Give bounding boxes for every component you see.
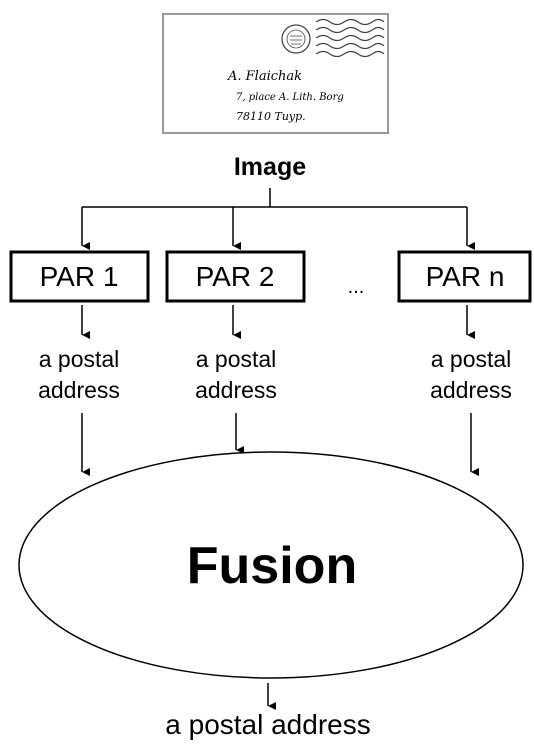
- par-n-label: PAR n: [426, 261, 505, 292]
- handwritten-name: A. Flaichak: [227, 69, 302, 84]
- handwritten-street: 7, place A. Lith. Borg: [236, 92, 344, 103]
- output-2: a postal address: [195, 346, 277, 403]
- final-output-label: a postal address: [165, 709, 370, 740]
- output-n: a postal address: [430, 346, 512, 403]
- output-n-line2: address: [430, 377, 512, 403]
- cancellation-waves: [315, 18, 385, 58]
- output-2-line1: a postal: [196, 346, 277, 372]
- handwritten-city: 78110 Tuyp.: [236, 110, 306, 123]
- envelope-border: [162, 13, 389, 134]
- par-box-2: PAR 2: [165, 250, 306, 303]
- fusion-input-arrows: [81, 413, 479, 476]
- output-1-line1: a postal: [39, 346, 120, 372]
- fusion-ellipse: [18, 451, 524, 679]
- par-1-label: PAR 1: [40, 261, 119, 292]
- par-2-label: PAR 2: [196, 261, 275, 292]
- output-1: a postal address: [38, 346, 120, 403]
- distribution-connector: [81, 188, 475, 250]
- par-box-1: PAR 1: [9, 250, 150, 303]
- par-output-arrows: [81, 305, 475, 339]
- fusion-node: Fusion: [18, 451, 524, 679]
- output-n-line1: a postal: [431, 346, 512, 372]
- par-box-n: PAR n: [397, 250, 532, 303]
- image-label: Image: [234, 153, 306, 181]
- postmark-stamp: [281, 24, 311, 54]
- output-2-line2: address: [195, 377, 277, 403]
- ellipsis: ...: [348, 276, 365, 298]
- output-1-line2: address: [38, 377, 120, 403]
- fusion-label: Fusion: [187, 537, 357, 595]
- envelope-image: A. Flaichak 7, place A. Lith. Borg 78110…: [162, 13, 389, 134]
